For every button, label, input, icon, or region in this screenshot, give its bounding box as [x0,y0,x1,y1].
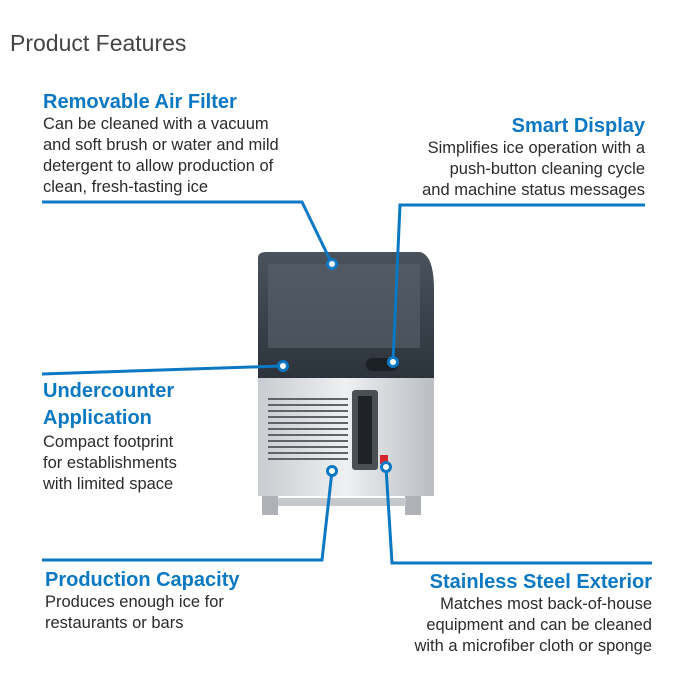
feature-description: Compact footprint for establishments wit… [43,433,177,493]
feature-title: Stainless Steel Exterior [429,571,652,593]
feature-description: Can be cleaned with a vacuum and soft br… [43,115,279,196]
power-switch [380,455,388,464]
feature-description: Matches most back-of-house equipment and… [414,595,652,655]
feature-title: Production Capacity [45,569,240,591]
feature-undercounter-application: Undercounter Application Compact footpri… [43,378,177,495]
feature-title: Smart Display [511,115,645,137]
feature-description: Produces enough ice for restaurants or b… [45,593,224,632]
callout-dots [277,258,399,477]
feature-smart-display: Smart Display Simplifies ice operation w… [422,114,645,201]
feature-removable-air-filter: Removable Air Filter Can be cleaned with… [43,90,279,198]
feature-description: Simplifies ice operation with a push-but… [422,139,645,199]
ice-machine [258,252,434,515]
callout-lines [41,200,652,565]
feature-stainless-steel-exterior: Stainless Steel Exterior Matches most ba… [414,570,652,657]
page-title: Product Features [10,30,187,56]
feature-production-capacity: Production Capacity Produces enough ice … [45,568,239,634]
feature-title: Undercounter Application [43,380,175,429]
feature-title: Removable Air Filter [43,91,237,113]
